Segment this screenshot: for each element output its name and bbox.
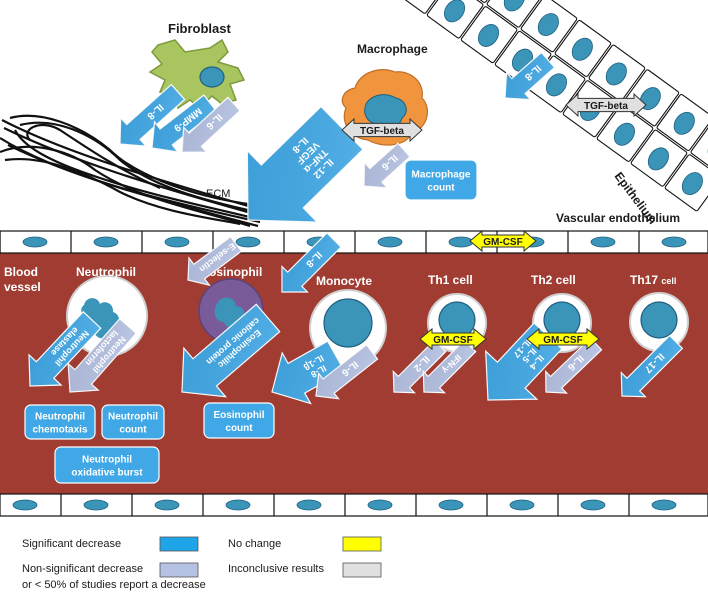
endothelial-nucleus	[367, 499, 393, 511]
neutrophil-chemotaxis-box-label: Neutrophil	[35, 412, 85, 423]
eosinophil-count-box-label: Eosinophil	[213, 410, 264, 421]
fibroblast-il8-arrow: IL-8	[119, 83, 186, 147]
eosinophil-count-box: Eosinophil count	[203, 402, 275, 439]
endothelium-gm-csf-arrow: GM-CSF	[469, 229, 537, 253]
endothelial-nucleus	[235, 236, 261, 248]
epithelial-cell	[460, 6, 518, 64]
endothelial-nucleus	[93, 236, 119, 248]
th2-gm-csf-arrow: GM-CSF	[526, 327, 600, 351]
legend-inconclusive-swatch	[342, 562, 382, 578]
th17-cell	[629, 292, 689, 352]
blood-vessel-label-line2: vessel	[4, 280, 41, 294]
macrophage-label: Macrophage	[357, 42, 428, 56]
legend-inconclusive-label: Inconclusive results	[228, 563, 324, 575]
epithelial-cell	[630, 129, 688, 187]
fibroblast-il6-arrow: IL-6	[181, 96, 241, 153]
monocyte-label: Monocyte	[316, 274, 372, 288]
th2-il6-arrow: IL-6	[545, 337, 603, 394]
legend-significant-swatch	[159, 536, 199, 552]
neutrophil-label: Neutrophil	[76, 265, 136, 279]
neutrophil-oxidative-burst-box-label: Neutrophil	[82, 455, 132, 466]
vessel-il8-arrow: IL-8	[281, 232, 342, 293]
neutrophil-chemotaxis-box: Neutrophil chemotaxis	[24, 404, 96, 440]
epithelial-cell	[520, 0, 578, 53]
monocyte-il8-il1b-arrow: IL-8IL-1β	[271, 340, 346, 405]
neutrophil-oxidative-burst-box: Neutrophil oxidative burst	[54, 446, 160, 484]
epithelial-cell	[392, 0, 450, 14]
endothelial-nucleus	[154, 499, 180, 511]
monocyte-il6-arrow: IL-6	[315, 344, 379, 400]
neutrophil-chemotaxis-box-label: chemotaxis	[32, 425, 87, 436]
macrophage-count-box-label: count	[427, 183, 455, 194]
th2-gm-csf-arrow-label: GM-CSF	[543, 335, 582, 346]
legend-no-change-label: No change	[228, 538, 281, 550]
th17-cell-label: Th17 cell	[630, 273, 676, 287]
endothelial-nucleus	[590, 236, 616, 248]
endothelial-nucleus	[83, 499, 109, 511]
endothelial-nucleus	[296, 499, 322, 511]
epithelial-cell	[690, 118, 708, 176]
macrophage-count-box-label: Macrophage	[412, 170, 471, 181]
epithelial-cell	[588, 44, 646, 102]
epithelium-tgf-beta-arrow-label: TGF-beta	[584, 101, 628, 112]
endothelial-nucleus	[661, 236, 687, 248]
endothelial-nucleus	[12, 499, 38, 511]
endothelium-gm-csf-arrow-label: GM-CSF	[483, 237, 522, 248]
endothelial-nucleus	[22, 236, 48, 248]
vascular-endothelium-label: Vascular endothelium	[556, 211, 680, 225]
epithelium-layer	[392, 0, 708, 212]
th1-il2-arrow: IL-2	[392, 339, 447, 394]
legend-nonsignificant-swatch	[159, 562, 199, 578]
epithelium-tgf-beta-arrow: TGF-beta	[565, 92, 647, 118]
legend-no-change-swatch	[342, 536, 382, 552]
neutrophil-count-box-label: Neutrophil	[108, 412, 158, 423]
neutrophil-count-box: Neutrophil count	[101, 404, 165, 440]
eosinophil-count-box-label: count	[225, 423, 253, 434]
th1-gm-csf-arrow: GM-CSF	[419, 327, 487, 351]
endothelial-nucleus	[164, 236, 190, 248]
th1-ifn-gamma-arrow: IFN-γ	[422, 339, 477, 394]
neutrophil-oxidative-burst-box-label: oxidative burst	[71, 468, 143, 479]
legend-nonsignificant-label-line1: Non-significant decrease	[22, 563, 143, 575]
th1-gm-csf-arrow-label: GM-CSF	[433, 335, 472, 346]
epithelial-cell	[554, 19, 612, 77]
legend-significant-label: Significant decrease	[22, 538, 121, 550]
endothelial-nucleus	[438, 499, 464, 511]
endothelial-nucleus	[377, 236, 403, 248]
th17-il17-arrow: IL-17	[620, 334, 684, 398]
epithelial-cell	[596, 104, 654, 162]
macrophage-tgf-beta-arrow: TGF-beta	[341, 117, 423, 143]
epithelium-il8-arrow: IL-8	[504, 51, 556, 101]
ecm-label: ECM	[206, 188, 230, 200]
epithelial-cell	[426, 0, 484, 39]
legend-nonsignificant-label-line2: or < 50% of studies report a decrease	[22, 579, 206, 591]
th1-cell-label: Th1 cell	[428, 273, 473, 287]
th2-cell-label: Th2 cell	[531, 273, 576, 287]
endothelial-nucleus	[448, 236, 474, 248]
blood-vessel-label-line1: Blood	[4, 265, 38, 279]
fibroblast-label: Fibroblast	[168, 21, 232, 36]
macrophage-tgf-beta-arrow-label: TGF-beta	[360, 126, 404, 137]
macrophage-count-box: Macrophage count	[404, 159, 478, 201]
ecm-fibers	[0, 114, 263, 228]
endothelial-nucleus	[580, 499, 606, 511]
endothelial-nucleus	[651, 499, 677, 511]
epithelial-cell	[656, 94, 708, 152]
vascular-endothelium-bottom	[0, 493, 708, 517]
epithelial-cell	[486, 0, 544, 28]
endothelial-nucleus	[509, 499, 535, 511]
macrophage-il6-arrow: IL-6	[363, 142, 411, 189]
neutrophil-count-box-label: count	[119, 425, 147, 436]
endothelial-nucleus	[225, 499, 251, 511]
epithelial-cell	[664, 154, 708, 212]
fibroblast-mmp9-arrow: MMP-9	[151, 94, 217, 153]
legend: Significant decrease Non-significant dec…	[22, 536, 382, 591]
